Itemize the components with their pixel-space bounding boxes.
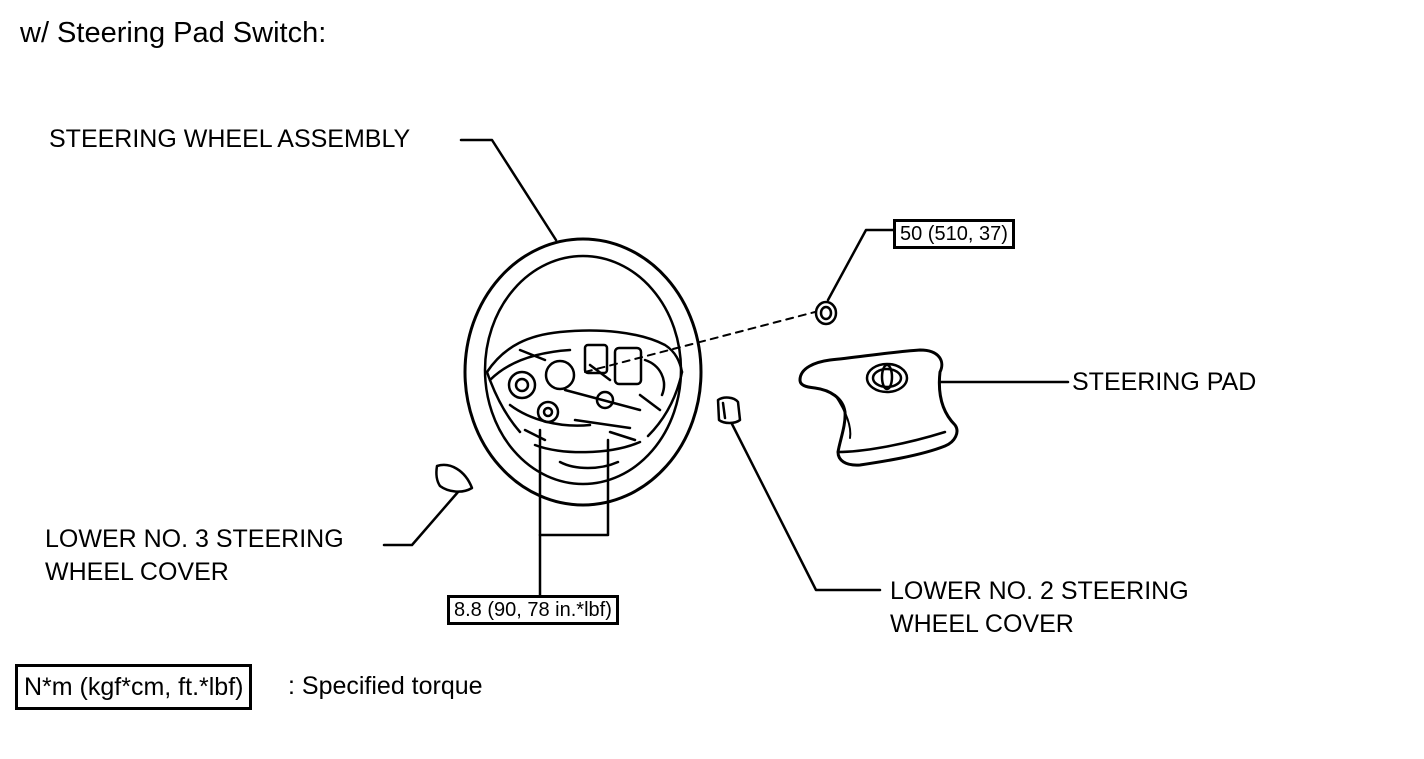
label-lower-no2-line1: LOWER NO. 2 STEERING	[890, 577, 1189, 605]
leader-lower-no3	[382, 490, 460, 547]
label-lower-no2-line2: WHEEL COVER	[890, 610, 1074, 638]
leader-steering-wheel	[459, 138, 558, 242]
leader-lower-no2	[730, 422, 882, 592]
lower-no3-cover-drawing	[435, 463, 474, 493]
legend-description: : Specified torque	[288, 672, 483, 700]
torque-box-screw: 8.8 (90, 78 in.*lbf)	[447, 595, 619, 625]
leader-screw-right	[538, 438, 610, 537]
torque-box-nut: 50 (510, 37)	[893, 219, 1015, 249]
lower-no2-cover-drawing	[716, 396, 742, 425]
legend-torque-box: N*m (kgf*cm, ft.*lbf)	[15, 664, 253, 710]
leader-nut-torque	[826, 228, 895, 302]
label-steering-wheel-assembly: STEERING WHEEL ASSEMBLY	[49, 125, 411, 153]
label-lower-no3-line1: LOWER NO. 3 STEERING	[45, 525, 344, 553]
steering-pad-drawing	[798, 348, 959, 467]
label-lower-no3-line2: WHEEL COVER	[45, 558, 229, 586]
label-steering-pad: STEERING PAD	[1072, 368, 1257, 396]
assembly-axis-line	[584, 311, 816, 373]
page-title: w/ Steering Pad Switch:	[20, 17, 327, 49]
nut-drawing	[814, 300, 838, 326]
steering-wheel-drawing	[463, 237, 703, 507]
